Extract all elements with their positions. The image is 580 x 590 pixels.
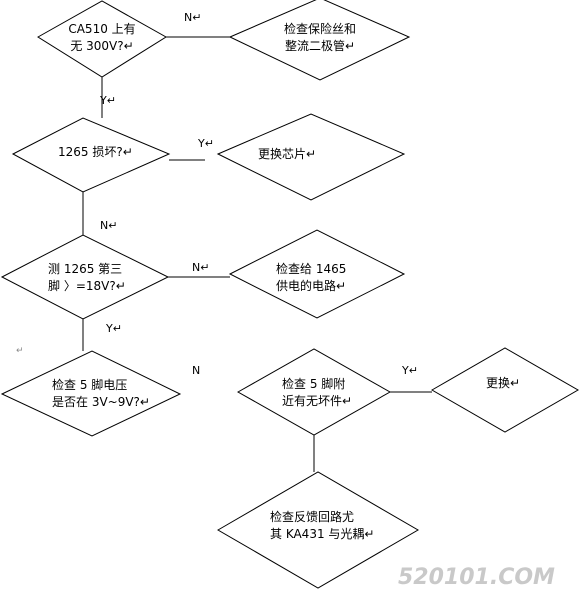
node-text-line: 检查给 1465 — [276, 262, 347, 276]
node-text-line: 是否在 3V~9V?↵ — [52, 395, 150, 409]
node-text-line: 无 300V?↵ — [70, 39, 134, 53]
node-text-line: 检查反馈回路尤 — [270, 510, 355, 524]
node-check-feedback-text: 检查反馈回路尤 其 KA431 与光耦↵ — [270, 509, 374, 543]
node-text-line: 检查 5 脚附 — [282, 377, 346, 391]
paragraph-mark: ↵ — [16, 346, 24, 356]
edge-label-y: Y↵ — [198, 137, 214, 150]
node-text-line: CA510 上有 — [68, 22, 136, 36]
diamond-check-feedback-ka431 — [217, 471, 419, 589]
diamond-pin5-voltage — [0, 350, 182, 437]
edge-label-y: Y↵ — [100, 94, 116, 107]
diamond-check-fuse-rectifier — [228, 0, 411, 81]
node-text-line: 1265 损坏?↵ — [58, 145, 133, 159]
node-1265-damaged-text: 1265 损坏?↵ — [58, 144, 133, 161]
node-replace-chip-text: 更换芯片↵ — [258, 146, 316, 163]
edge-label-y: Y↵ — [106, 322, 122, 335]
node-text-line: 检查保险丝和 — [283, 22, 356, 36]
diamond-replace — [430, 347, 580, 433]
diamond-replace-chip — [216, 113, 406, 201]
node-text-line: 供电的电路↵ — [276, 279, 347, 293]
edge-label-n: N↵ — [184, 11, 202, 24]
node-text-line: 更换芯片↵ — [258, 147, 317, 161]
node-pin3-18v-text: 测 1265 第三 脚 〉=18V?↵ — [48, 261, 126, 295]
node-text-line: 近有无坏件↵ — [282, 394, 353, 408]
diamond-check-1465-supply — [228, 229, 406, 319]
node-text-line: 检查 5 脚电压 — [52, 378, 128, 392]
node-check-fuse-text: 检查保险丝和 整流二极管↵ — [268, 21, 372, 55]
node-check-1465-text: 检查给 1465 供电的电路↵ — [276, 261, 346, 295]
node-text-line: 更换↵ — [486, 376, 521, 390]
edge-label-n: N — [192, 364, 201, 377]
edge-label-n: N↵ — [100, 219, 118, 232]
node-ca510-300v-text: CA510 上有 无 300V?↵ — [62, 21, 142, 55]
node-text-line: 其 KA431 与光耦↵ — [270, 527, 375, 541]
node-pin5-voltage-text: 检查 5 脚电压 是否在 3V~9V?↵ — [52, 377, 150, 411]
node-text-line: 整流二极管↵ — [284, 39, 356, 53]
node-replace-text: 更换↵ — [486, 375, 520, 392]
edge-label-y: Y↵ — [402, 364, 418, 377]
watermark-logo: 520101.COM — [398, 565, 555, 590]
node-text-line: 测 1265 第三 — [48, 262, 123, 276]
node-text-line: 脚 〉=18V?↵ — [48, 279, 126, 293]
edge-label-n: N↵ — [192, 261, 210, 274]
diamond-1265-damaged — [11, 117, 171, 193]
node-pin5-components-text: 检查 5 脚附 近有无坏件↵ — [282, 376, 352, 410]
